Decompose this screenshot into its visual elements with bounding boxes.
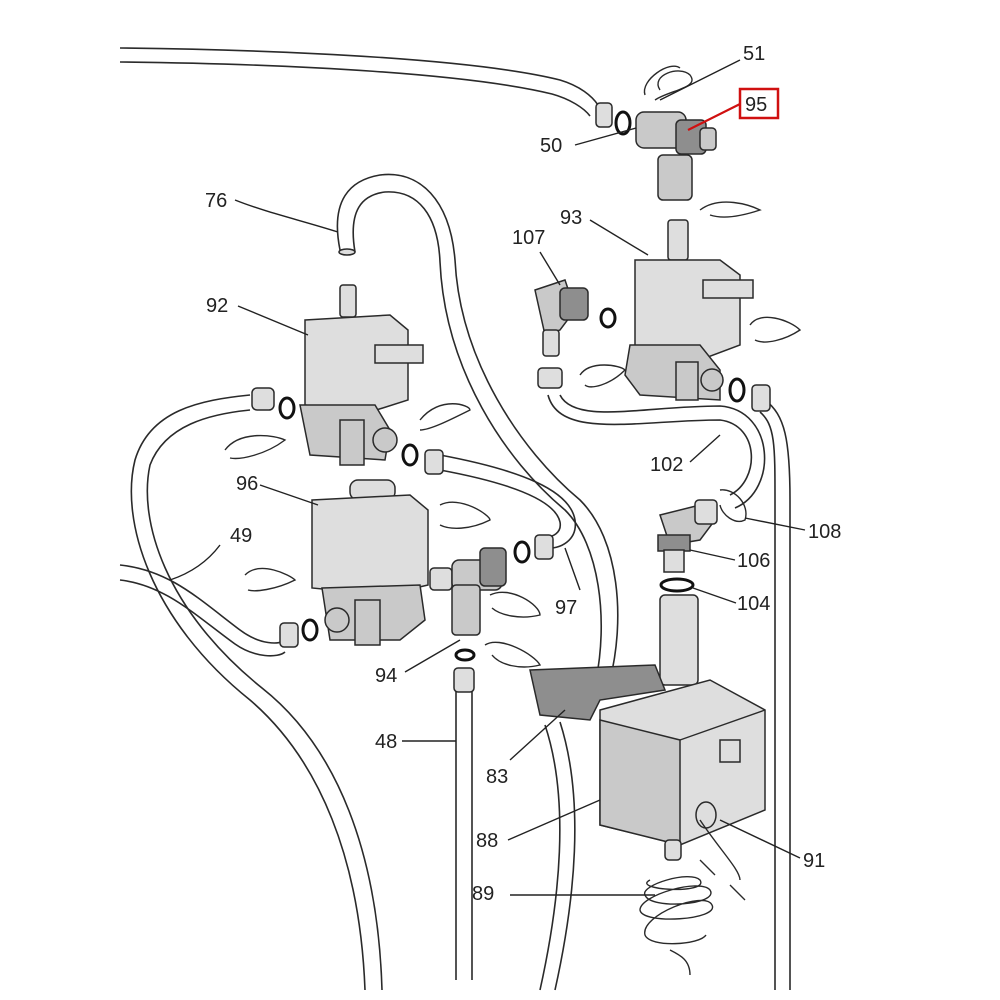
fitting-94 — [429, 534, 554, 668]
hose-pump-outlet — [539, 721, 576, 991]
callout-92: 92 — [206, 295, 228, 317]
highlight-box-95 — [738, 87, 780, 120]
hose-right-long — [759, 399, 791, 990]
hose-76 — [336, 173, 619, 681]
callout-89: 89 — [472, 883, 494, 905]
hose-49 — [119, 394, 383, 991]
callout-102: 102 — [650, 454, 683, 476]
callout-88: 88 — [476, 830, 498, 852]
callout-106: 106 — [737, 550, 770, 572]
fitting-95 — [595, 65, 717, 201]
callout-76: 76 — [205, 190, 227, 212]
callout-93: 93 — [560, 207, 582, 229]
callout-95: 95 — [745, 94, 767, 116]
solenoid-valve-92 — [224, 284, 471, 475]
pump-88 — [529, 594, 766, 901]
callout-48: 48 — [375, 731, 397, 753]
hose-48 — [453, 667, 475, 980]
callout-94: 94 — [375, 665, 397, 687]
callout-49: 49 — [230, 525, 252, 547]
callout-107: 107 — [512, 227, 545, 249]
hose-top-long — [119, 47, 599, 117]
callout-51: 51 — [743, 43, 765, 65]
elbow-106 — [657, 489, 747, 593]
spring-89 — [639, 876, 713, 976]
callout-108: 108 — [808, 521, 841, 543]
hose-97 — [439, 454, 576, 549]
callout-97: 97 — [555, 597, 577, 619]
hose-102 — [547, 394, 766, 509]
leader-lines — [169, 59, 806, 896]
solenoid-valve-93 — [579, 201, 802, 412]
solenoid-valve-96 — [244, 479, 491, 648]
callout-104: 104 — [737, 593, 770, 615]
callout-83: 83 — [486, 766, 508, 788]
callout-91: 91 — [803, 850, 825, 872]
elbow-107 — [534, 279, 617, 389]
callout-50: 50 — [540, 135, 562, 157]
callout-96: 96 — [236, 473, 258, 495]
